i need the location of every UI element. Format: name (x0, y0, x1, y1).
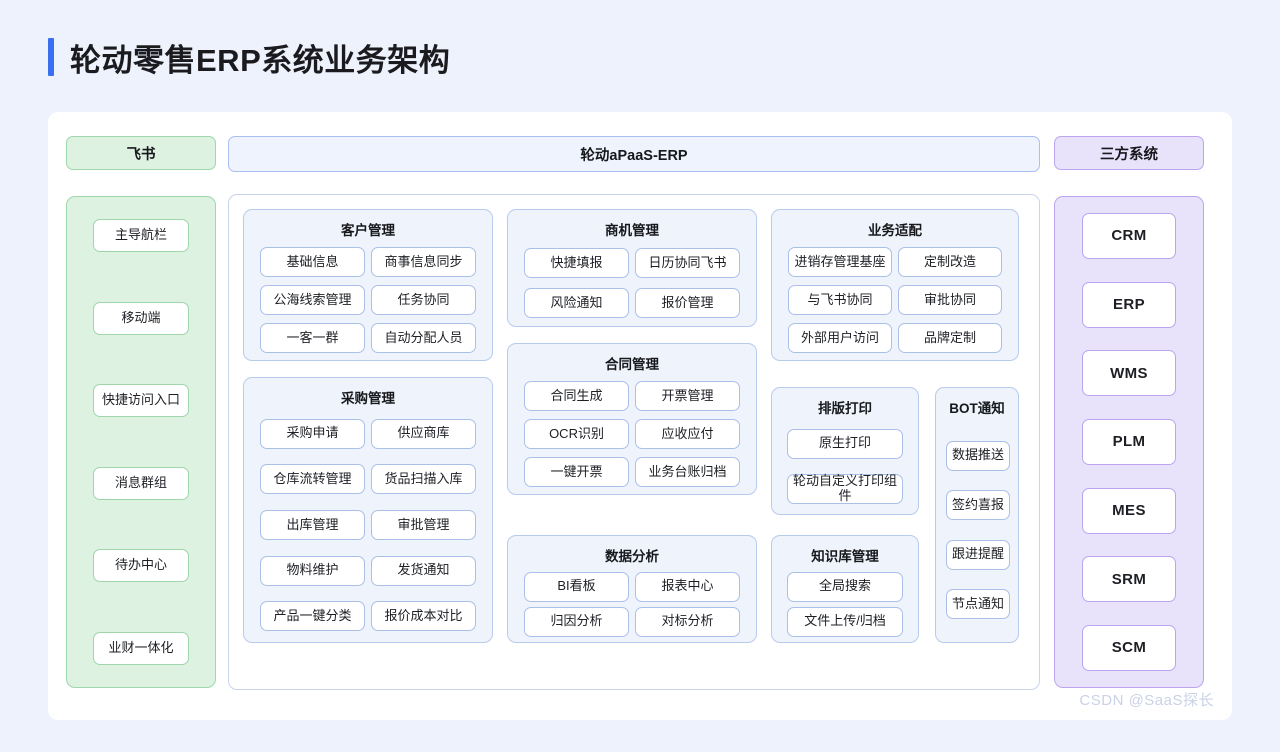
module-item[interactable]: 原生打印 (787, 428, 903, 459)
feishu-item-list: 主导航栏移动端快捷访问入口消息群组待办中心业财一体化 (66, 196, 216, 688)
module-item[interactable]: 产品一键分类 (260, 601, 365, 632)
module-group-title: BOT通知 (949, 401, 1005, 416)
apaas-erp-column: 轮动aPaaS-ERP 客户管理基础信息商事信息同步公海线索管理任务协同一客一群… (228, 136, 1040, 690)
feishu-item-主导航栏[interactable]: 主导航栏 (93, 219, 189, 252)
module-group-data: 数据分析 BI看板报表中心归因分析对标分析 (507, 535, 757, 643)
module-group-print: 排版打印原生打印轮动自定义打印组件 (771, 387, 919, 515)
module-group-items: 全局搜索文件上传/归档 (772, 567, 918, 647)
third-party-item-mes[interactable]: MES (1082, 487, 1176, 534)
module-item[interactable]: 自动分配人员 (371, 323, 476, 353)
module-group-bot: BOT通知数据推送签约喜报跟进提醒节点通知 (935, 387, 1019, 643)
architecture-card: 飞书 主导航栏移动端快捷访问入口消息群组待办中心业财一体化 轮动aPaaS-ER… (48, 112, 1232, 720)
module-item[interactable]: 开票管理 (635, 381, 740, 411)
module-item[interactable]: 审批管理 (371, 509, 476, 540)
module-group-container: 客户管理基础信息商事信息同步公海线索管理任务协同一客一群自动分配人员采购管理采购… (228, 194, 1040, 690)
module-item[interactable]: 基础信息 (260, 247, 365, 277)
module-item[interactable]: 数据推送 (946, 440, 1010, 471)
module-item[interactable]: 文件上传/归档 (787, 606, 903, 637)
module-group-items: BI看板报表中心归因分析对标分析 (508, 567, 756, 647)
module-group-adapt: 业务适配进销存管理基座定制改造与飞书协同审批协同外部用户访问品牌定制 (771, 209, 1019, 361)
module-item[interactable]: 对标分析 (635, 606, 740, 637)
module-group-items: 原生打印轮动自定义打印组件 (772, 419, 918, 519)
module-item[interactable]: 一键开票 (524, 457, 629, 487)
module-group-customer: 客户管理基础信息商事信息同步公海线索管理任务协同一客一群自动分配人员 (243, 209, 493, 361)
module-item[interactable]: 外部用户访问 (788, 323, 892, 353)
module-item[interactable]: 供应商库 (371, 418, 476, 449)
module-item[interactable]: 进销存管理基座 (788, 247, 892, 277)
module-item[interactable]: 全局搜索 (787, 571, 903, 602)
module-item[interactable]: 货品扫描入库 (371, 464, 476, 495)
module-item[interactable]: OCR识别 (524, 419, 629, 449)
module-item[interactable]: 风险通知 (524, 288, 629, 318)
feishu-item-快捷访问入口[interactable]: 快捷访问入口 (93, 384, 189, 418)
module-group-title: 知识库管理 (811, 549, 879, 564)
module-item[interactable]: 合同生成 (524, 381, 629, 411)
title-accent-bar (48, 38, 54, 76)
third-party-column-header: 三方系统 (1054, 136, 1204, 170)
module-group-biz: 商机管理快捷填报日历协同飞书风险通知报价管理 (507, 209, 757, 327)
module-item[interactable]: 发货通知 (371, 555, 476, 586)
module-group-title: 业务适配 (868, 223, 922, 238)
module-group-items: 快捷填报日历协同飞书风险通知报价管理 (508, 241, 756, 331)
module-item[interactable]: 任务协同 (371, 285, 476, 315)
module-group-title: 商机管理 (605, 223, 659, 238)
module-group-purchase: 采购管理采购申请供应商库仓库流转管理货品扫描入库出库管理审批管理物料维护发货通知… (243, 377, 493, 643)
third-party-item-list: CRM ERP WMS PLM MES SRM SCM (1054, 196, 1204, 688)
module-item[interactable]: 公海线索管理 (260, 285, 365, 315)
module-group-title: 客户管理 (341, 223, 395, 238)
feishu-column: 飞书 主导航栏移动端快捷访问入口消息群组待办中心业财一体化 (66, 136, 216, 688)
module-item[interactable]: 报价成本对比 (371, 601, 476, 632)
module-group-know: 知识库管理全局搜索文件上传/归档 (771, 535, 919, 643)
third-party-item-crm[interactable]: CRM (1082, 213, 1176, 259)
third-party-item-plm[interactable]: PLM (1082, 418, 1176, 465)
feishu-column-header: 飞书 (66, 136, 216, 170)
module-item[interactable]: 跟进提醒 (946, 539, 1010, 570)
module-item[interactable]: 业务台账归档 (635, 457, 740, 487)
module-item[interactable]: 仓库流转管理 (260, 464, 365, 495)
third-party-item-erp[interactable]: ERP (1082, 281, 1176, 328)
third-party-item-scm[interactable]: SCM (1082, 624, 1176, 671)
module-group-items: 进销存管理基座定制改造与飞书协同审批协同外部用户访问品牌定制 (772, 241, 1018, 365)
third-party-item-srm[interactable]: SRM (1082, 556, 1176, 603)
page-title-text: 轮动零售ERP系统业务架构 (70, 42, 451, 78)
module-item[interactable]: 定制改造 (898, 247, 1002, 277)
watermark: CSDN @SaaS探长 (1079, 692, 1214, 709)
module-item[interactable]: 审批协同 (898, 285, 1002, 315)
module-item[interactable]: BI看板 (524, 571, 629, 602)
module-item[interactable]: 签约喜报 (946, 490, 1010, 521)
module-group-title: 排版打印 (818, 401, 872, 416)
third-party-item-wms[interactable]: WMS (1082, 350, 1176, 397)
module-item[interactable]: 一客一群 (260, 323, 365, 353)
module-item[interactable]: 应收应付 (635, 419, 740, 449)
module-item[interactable]: 出库管理 (260, 509, 365, 540)
module-item[interactable]: 快捷填报 (524, 248, 629, 278)
module-item[interactable]: 轮动自定义打印组件 (787, 473, 903, 504)
module-group-items: 采购申请供应商库仓库流转管理货品扫描入库出库管理审批管理物料维护发货通知产品一键… (244, 409, 492, 647)
feishu-item-移动端[interactable]: 移动端 (93, 301, 189, 335)
module-group-title: 数据分析 (605, 549, 659, 564)
third-party-column: 三方系统 CRM ERP WMS PLM MES SRM SCM (1054, 136, 1204, 688)
module-item[interactable]: 归因分析 (524, 606, 629, 637)
feishu-item-消息群组[interactable]: 消息群组 (93, 466, 189, 500)
apaas-erp-header: 轮动aPaaS-ERP (228, 136, 1040, 172)
feishu-item-待办中心[interactable]: 待办中心 (93, 549, 189, 583)
module-group-title: 合同管理 (605, 357, 659, 372)
module-item[interactable]: 日历协同飞书 (635, 248, 740, 278)
module-item[interactable]: 品牌定制 (898, 323, 1002, 353)
module-item[interactable]: 节点通知 (946, 589, 1010, 620)
module-item[interactable]: 报价管理 (635, 288, 740, 318)
module-group-items: 基础信息商事信息同步公海线索管理任务协同一客一群自动分配人员 (244, 241, 492, 365)
module-item[interactable]: 商事信息同步 (371, 247, 476, 277)
module-item[interactable]: 与飞书协同 (788, 285, 892, 315)
module-item[interactable]: 报表中心 (635, 571, 740, 602)
module-group-items: 数据推送签约喜报跟进提醒节点通知 (936, 419, 1018, 647)
page-title: 轮动零售ERP系统业务架构 (48, 32, 450, 82)
module-item[interactable]: 采购申请 (260, 418, 365, 449)
module-group-title: 采购管理 (341, 391, 395, 406)
module-item[interactable]: 物料维护 (260, 555, 365, 586)
feishu-item-业财一体化[interactable]: 业财一体化 (93, 631, 189, 665)
